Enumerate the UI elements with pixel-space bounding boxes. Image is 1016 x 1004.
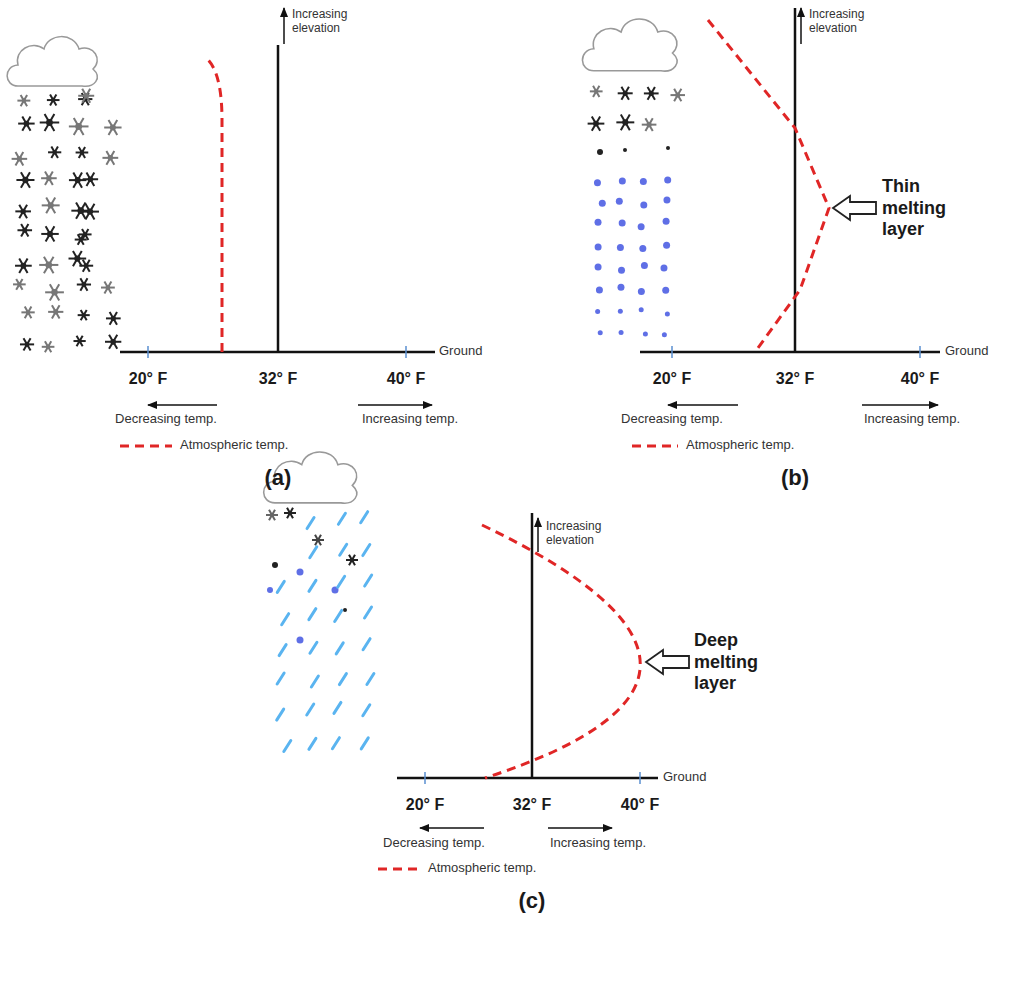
temp-tick: 20° F	[406, 796, 444, 814]
callout-arrows	[646, 196, 876, 674]
ground-label: Ground	[439, 344, 482, 359]
temp-tick: 32° F	[259, 370, 297, 388]
legend-text: Atmospheric temp.	[686, 438, 794, 453]
panel-label: (a)	[265, 465, 292, 490]
precipitation	[12, 86, 685, 752]
legend-text: Atmospheric temp.	[428, 861, 536, 876]
temp-tick: 20° F	[129, 370, 167, 388]
axis-label: Increasing temp.	[864, 412, 960, 427]
axis-label: Decreasing temp.	[621, 412, 723, 427]
clouds	[7, 19, 677, 503]
temp-tick: 40° F	[901, 370, 939, 388]
axes	[120, 8, 940, 778]
temp-tick: 40° F	[621, 796, 659, 814]
panel-label: (c)	[519, 888, 546, 913]
panel-label: (b)	[781, 465, 809, 490]
axis-label: Increasing temp.	[550, 836, 646, 851]
temp-tick: 32° F	[776, 370, 814, 388]
temperature-curve	[120, 20, 829, 869]
axis-label: Increasing elevation	[292, 8, 354, 36]
axis-label: Decreasing temp.	[115, 412, 217, 427]
axis-label: Increasing elevation	[809, 8, 871, 36]
temp-tick: 20° F	[653, 370, 691, 388]
ground-label: Ground	[945, 344, 988, 359]
axis-label: Decreasing temp.	[383, 836, 485, 851]
temp-tick: 32° F	[513, 796, 551, 814]
callout-text: Deep melting layer	[694, 630, 784, 695]
ground-label: Ground	[663, 770, 706, 785]
tick-marks	[148, 346, 920, 784]
direction-arrows	[148, 8, 938, 828]
axis-label: Increasing temp.	[362, 412, 458, 427]
legend-text: Atmospheric temp.	[180, 438, 288, 453]
temp-tick: 40° F	[387, 370, 425, 388]
callout-text: Thin melting layer	[882, 176, 972, 241]
axis-label: Increasing elevation	[546, 520, 608, 548]
